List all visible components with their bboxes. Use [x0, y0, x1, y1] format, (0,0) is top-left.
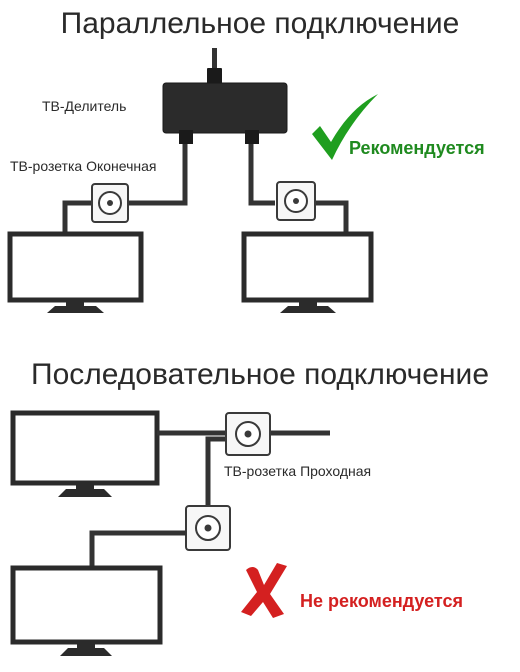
tv-parallel-left: [7, 231, 144, 313]
cross-mark-icon: [241, 563, 287, 618]
splitter-output-connector-left: [179, 130, 193, 144]
end-socket-label: ТВ-розетка Оконечная: [10, 158, 156, 174]
cable-serial-through: [205, 436, 226, 505]
tv-socket-end-bottom: [185, 505, 231, 551]
splitter-label: ТВ-Делитель: [42, 98, 126, 114]
tv-parallel-right: [241, 231, 374, 313]
antenna-input-cable: [212, 48, 217, 70]
pass-through-socket-label: ТВ-розетка Проходная: [224, 463, 371, 479]
cable-left-branch: [128, 144, 188, 206]
cable-right-branch: [248, 144, 275, 206]
check-mark-icon: [312, 94, 378, 160]
tv-serial-top: [10, 410, 160, 497]
tv-socket-end-left: [91, 183, 129, 223]
cable-right-tv: [315, 200, 349, 233]
tv-socket-end-right: [276, 181, 316, 221]
cable-left-tv: [62, 200, 92, 233]
splitter-input-connector: [207, 68, 222, 84]
serial-title: Последовательное подключение: [31, 358, 489, 391]
recommended-verdict: Рекомендуется: [349, 138, 485, 158]
cable-serial-tv-bottom: [89, 530, 186, 566]
tv-splitter: [162, 82, 288, 134]
tv-socket-pass-through: [225, 412, 271, 456]
tv-serial-bottom: [10, 565, 163, 656]
not-recommended-verdict: Не рекомендуется: [300, 591, 463, 611]
parallel-title: Параллельное подключение: [61, 7, 460, 40]
splitter-output-connector-right: [245, 130, 259, 144]
